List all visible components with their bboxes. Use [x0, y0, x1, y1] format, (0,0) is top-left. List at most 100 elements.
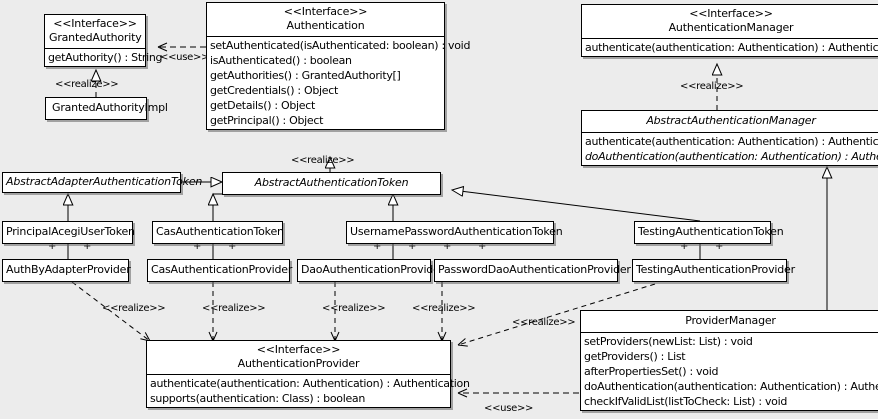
authentication-header: <<Interface>> Authentication: [207, 3, 444, 36]
authentication-member: setAuthenticated(isAuthenticated: boolea…: [210, 39, 471, 52]
auth-by-adapter-provider-header: AuthByAdapterProvider: [3, 260, 131, 281]
multiplicity-cas-token-right: +: [228, 241, 237, 252]
password-dao-authentication-provider-header: PasswordDaoAuthenticationProvider: [435, 260, 631, 281]
dao-authentication-provider-header: DaoAuthenticationProvider: [298, 260, 444, 281]
testing-authentication-provider-name: TestingAuthenticationProvider: [636, 263, 795, 276]
authentication-manager-members: authenticate(authentication: Authenticat…: [582, 38, 878, 56]
multiplicity-cas-token-left: +: [193, 241, 202, 252]
class-box-authentication[interactable]: <<Interface>> Authentication setAuthenti…: [206, 2, 471, 130]
class-box-authentication-provider[interactable]: <<Interface>> AuthenticationProvider aut…: [146, 340, 470, 408]
multiplicity-principal-token-right: +: [83, 241, 92, 252]
authentication-provider-member: authenticate(authentication: Authenticat…: [150, 377, 470, 390]
abstract-authentication-manager-name: AbstractAuthenticationManager: [646, 114, 816, 127]
class-box-abstract-authentication-token[interactable]: AbstractAuthenticationToken: [222, 172, 441, 195]
username-password-authentication-token-name: UsernamePasswordAuthenticationToken: [350, 225, 563, 238]
provider-manager-member: getProviders() : List: [584, 350, 686, 363]
abstract-adapter-authentication-token-name: AbstractAdapterAuthenticationToken: [6, 175, 203, 188]
abstract-adapter-authentication-token-header: AbstractAdapterAuthenticationToken: [3, 173, 203, 192]
granted-authority-impl-header: GrantedAuthorityImpl: [46, 98, 168, 119]
cas-authentication-provider-name: CasAuthenticationProvider: [151, 263, 293, 276]
testing-authentication-token-name: TestingAuthenticationToken: [638, 225, 784, 238]
authentication-manager-stereotype: <<Interface>>: [689, 7, 773, 20]
abstract-authentication-manager-member: doAuthentication(authentication: Authent…: [585, 150, 878, 163]
authentication-provider-header: <<Interface>> AuthenticationProvider: [147, 341, 450, 374]
authentication-members: setAuthenticated(isAuthenticated: boolea…: [207, 36, 471, 129]
class-box-granted-authority[interactable]: <<Interface>> GrantedAuthority getAuthor…: [44, 14, 163, 67]
authentication-manager-member: authenticate(authentication: Authenticat…: [585, 41, 878, 54]
authentication-stereotype: <<Interface>>: [283, 5, 368, 18]
class-box-cas-authentication-token[interactable]: CasAuthenticationToken: [152, 221, 284, 244]
provider-manager-member: setProviders(newList: List) : void: [584, 335, 753, 348]
class-box-authentication-manager[interactable]: <<Interface>> AuthenticationManager auth…: [581, 4, 878, 57]
abstract-authentication-manager-member: authenticate(authentication: Authenticat…: [585, 135, 878, 148]
provider-manager-members: setProviders(newList: List) : void getPr…: [581, 332, 878, 410]
class-box-abstract-adapter-authentication-token[interactable]: AbstractAdapterAuthenticationToken: [2, 172, 203, 193]
abstract-authentication-token-name: AbstractAuthenticationToken: [254, 176, 409, 189]
authentication-member: getDetails() : Object: [210, 99, 316, 112]
testing-authentication-token-header: TestingAuthenticationToken: [635, 222, 784, 243]
granted-authority-impl-name: GrantedAuthorityImpl: [52, 101, 168, 114]
abstract-authentication-manager-header: AbstractAuthenticationManager: [582, 111, 878, 132]
edge-label-realize-password-dao-authentication-provider: <<realize>>: [412, 303, 476, 314]
class-box-testing-authentication-provider[interactable]: TestingAuthenticationProvider: [632, 259, 795, 282]
cas-authentication-token-name: CasAuthenticationToken: [156, 225, 284, 238]
class-box-abstract-authentication-manager[interactable]: AbstractAuthenticationManager authentica…: [581, 110, 878, 166]
class-box-principal-acegi-user-token[interactable]: PrincipalAcegiUserToken: [2, 221, 135, 244]
edge-label-realize-auth-by-adapter-provider: <<realize>>: [102, 303, 166, 314]
class-box-cas-authentication-provider[interactable]: CasAuthenticationProvider: [147, 259, 293, 282]
authentication-provider-stereotype: <<Interface>>: [256, 343, 341, 356]
edge-label-use-authentication-granted: <<use>>: [160, 52, 210, 63]
provider-manager-member: checkIfValidList(listToCheck: List) : vo…: [584, 395, 788, 408]
class-box-dao-authentication-provider[interactable]: DaoAuthenticationProvider: [297, 259, 444, 282]
abstract-authentication-manager-members: authenticate(authentication: Authenticat…: [582, 132, 878, 165]
multiplicity-password-token-left: +: [443, 241, 452, 252]
multiplicity-testing-token-left: +: [680, 241, 689, 252]
granted-authority-name: GrantedAuthority: [49, 31, 142, 44]
granted-authority-stereotype: <<Interface>>: [53, 17, 137, 30]
authentication-member: getCredentials() : Object: [210, 84, 339, 97]
multiplicity-principal-token-left: +: [48, 241, 57, 252]
class-box-granted-authority-impl[interactable]: GrantedAuthorityImpl: [45, 97, 168, 120]
edge-label-realize-testing-authentication-provider: <<realize>>: [512, 317, 576, 328]
provider-manager-name: ProviderManager: [685, 314, 776, 327]
auth-by-adapter-provider-name: AuthByAdapterProvider: [6, 263, 131, 276]
provider-manager-member: afterPropertiesSet() : void: [584, 365, 719, 378]
granted-authority-header: <<Interface>> GrantedAuthority: [45, 15, 145, 48]
provider-manager-header: ProviderManager: [581, 311, 878, 332]
cas-authentication-provider-header: CasAuthenticationProvider: [148, 260, 293, 281]
dao-authentication-provider-name: DaoAuthenticationProvider: [301, 263, 444, 276]
authentication-manager-name: AuthenticationManager: [668, 21, 794, 34]
authentication-member: getAuthorities() : GrantedAuthority[]: [210, 69, 401, 82]
edge-label-realize-abstract-authentication-manager: <<realize>>: [680, 81, 744, 92]
authentication-provider-member: supports(authentication: Class) : boolea…: [150, 392, 366, 405]
class-box-auth-by-adapter-provider[interactable]: AuthByAdapterProvider: [2, 259, 131, 282]
class-box-password-dao-authentication-provider[interactable]: PasswordDaoAuthenticationProvider: [434, 259, 631, 282]
class-box-username-password-authentication-token[interactable]: UsernamePasswordAuthenticationToken: [346, 221, 563, 244]
multiplicity-username-token-left: +: [373, 241, 382, 252]
principal-acegi-user-token-name: PrincipalAcegiUserToken: [6, 225, 135, 238]
multiplicity-username-token-right: +: [408, 241, 417, 252]
class-box-testing-authentication-token[interactable]: TestingAuthenticationToken: [634, 221, 784, 244]
authentication-provider-name: AuthenticationProvider: [237, 357, 360, 370]
password-dao-authentication-provider-name: PasswordDaoAuthenticationProvider: [438, 263, 631, 276]
principal-acegi-user-token-header: PrincipalAcegiUserToken: [3, 222, 135, 243]
authentication-manager-header: <<Interface>> AuthenticationManager: [582, 5, 878, 38]
authentication-name: Authentication: [286, 19, 365, 32]
edge-label-realize-dao-authentication-provider: <<realize>>: [322, 303, 386, 314]
authentication-provider-members: authenticate(authentication: Authenticat…: [147, 374, 470, 407]
edge-label-realize-abstract-authentication-token: <<realize>>: [291, 155, 355, 166]
abstract-authentication-token-header: AbstractAuthenticationToken: [223, 173, 440, 194]
edge-label-use-provider-manager: <<use>>: [484, 403, 534, 414]
multiplicity-testing-token-right: +: [715, 241, 724, 252]
edge-label-realize-granted-authority-impl: <<realize>>: [55, 79, 119, 90]
granted-authority-member: getAuthority() : String: [48, 51, 163, 64]
class-box-provider-manager[interactable]: ProviderManager setProviders(newList: Li…: [580, 310, 878, 411]
multiplicity-password-token-right: +: [478, 241, 487, 252]
authentication-member: getPrincipal() : Object: [210, 114, 324, 127]
authentication-member: isAuthenticated() : boolean: [210, 54, 352, 67]
granted-authority-members: getAuthority() : String: [45, 48, 163, 66]
edge-label-realize-cas-authentication-provider: <<realize>>: [202, 303, 266, 314]
provider-manager-member: doAuthentication(authentication: Authent…: [584, 380, 878, 393]
username-password-authentication-token-header: UsernamePasswordAuthenticationToken: [347, 222, 563, 243]
